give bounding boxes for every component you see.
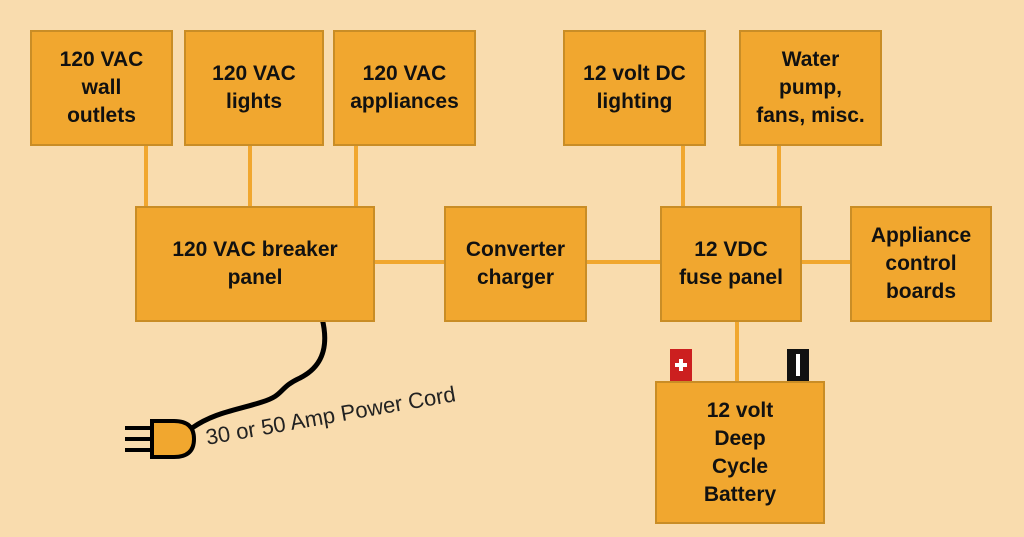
box-water-pump: Water pump, fans, misc. [739, 30, 882, 146]
box-ac-appliances: 120 VAC appliances [333, 30, 476, 146]
box-dc-lighting: 12 volt DC lighting [563, 30, 706, 146]
power-plug-icon [125, 419, 197, 459]
power-cord [189, 315, 328, 431]
box-ac-lights: 120 VAC lights [184, 30, 324, 146]
box-control-boards: Appliance control boards [850, 206, 992, 322]
negative-terminal-icon [787, 349, 809, 381]
positive-terminal-icon [670, 349, 692, 381]
box-breaker-panel: 120 VAC breaker panel [135, 206, 375, 322]
box-battery: 12 volt Deep Cycle Battery [655, 381, 825, 524]
box-wall-outlets: 120 VAC wall outlets [30, 30, 173, 146]
box-fuse-panel: 12 VDC fuse panel [660, 206, 802, 322]
box-converter: Converter charger [444, 206, 587, 322]
